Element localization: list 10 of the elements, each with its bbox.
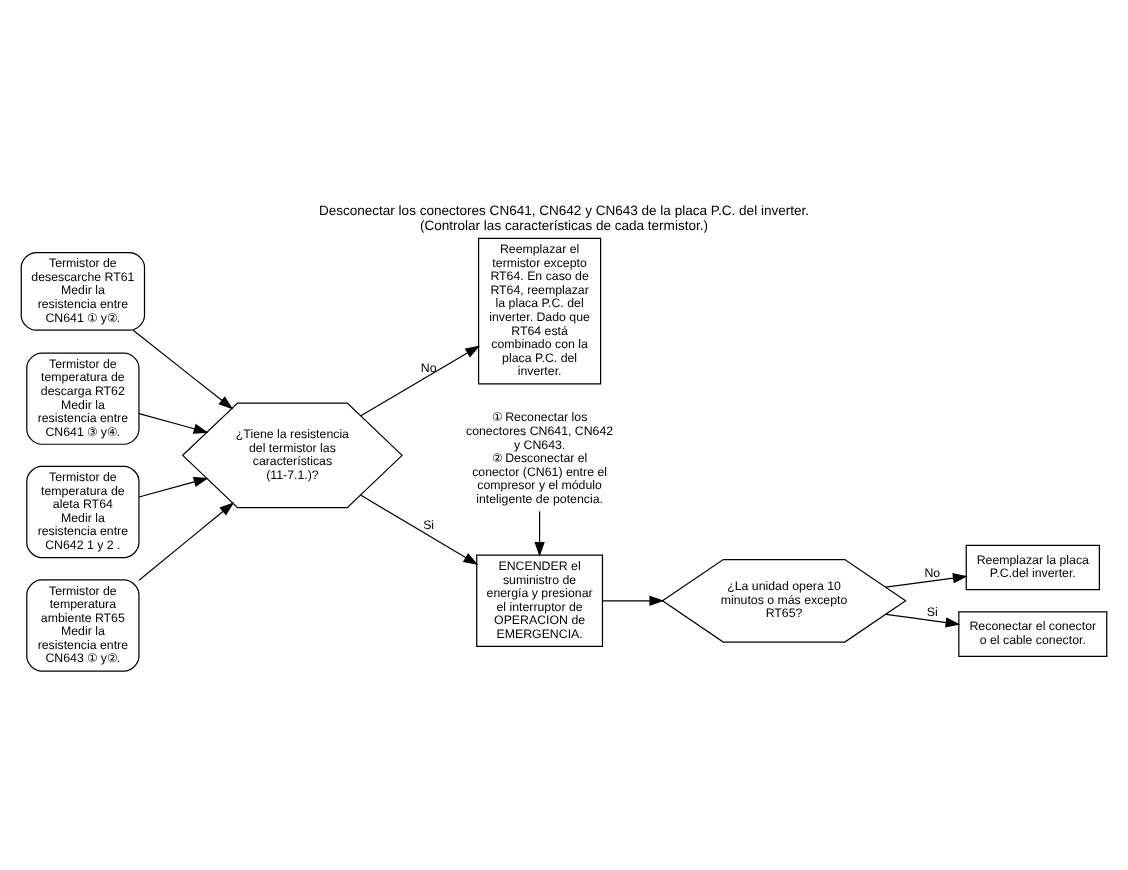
arrow (601, 595, 665, 606)
arrow (359, 494, 479, 566)
arrow (885, 573, 968, 588)
arrow (885, 613, 961, 628)
arrow (132, 329, 234, 410)
arrow (138, 476, 209, 498)
arrow (138, 502, 235, 581)
arrow (534, 510, 545, 557)
arrow (360, 345, 481, 417)
arrow (138, 413, 209, 434)
